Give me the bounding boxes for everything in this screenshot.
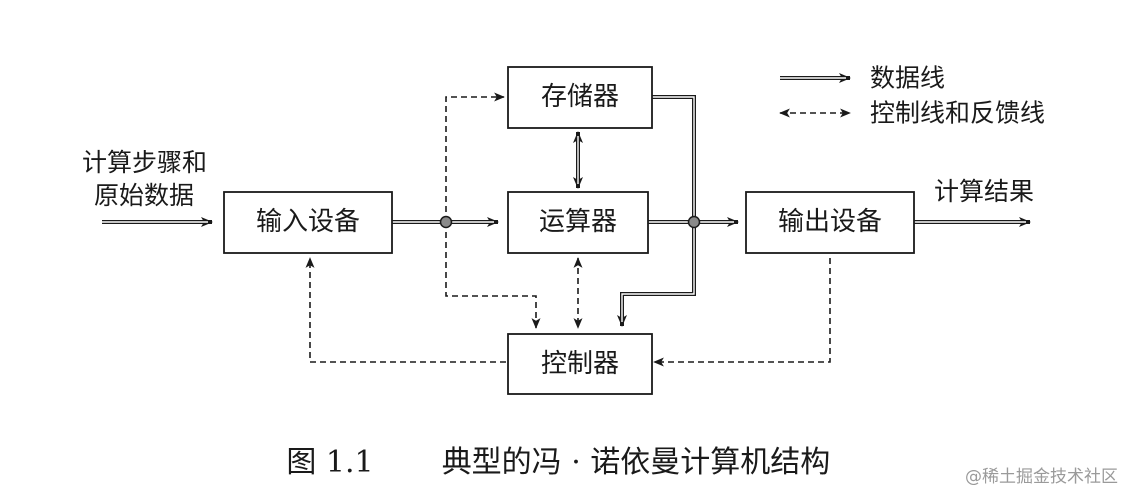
control-lines [305, 92, 831, 367]
node-control: 控制器 [507, 333, 653, 395]
figure-number: 图 1.1 [286, 445, 373, 480]
node-alu: 运算器 [507, 191, 649, 254]
watermark-text: @稀土掘金技术社区 [965, 467, 1118, 487]
legend-control-line-label: 控制线和反馈线 [870, 99, 1045, 128]
node-input-label: 输入设备 [256, 207, 360, 237]
node-memory: 存储器 [507, 66, 653, 129]
node-input: 输入设备 [223, 191, 393, 254]
data-line-memory-to-output [652, 95, 696, 222]
node-control-label: 控制器 [541, 349, 619, 379]
junction-dot-right [687, 215, 701, 229]
node-output-label: 输出设备 [778, 207, 882, 237]
legend: 数据线 控制线和反馈线 [779, 64, 1045, 128]
ctrl-line-to-memory [445, 92, 505, 222]
junction-dot-left [439, 215, 453, 229]
ctrl-line-output-to-controller [653, 258, 831, 367]
figure-title: 典型的冯 · 诺依曼计算机结构 [442, 445, 831, 480]
ctrl-line-controller-to-input [305, 257, 506, 363]
node-alu-label: 运算器 [539, 207, 617, 237]
node-memory-label: 存储器 [541, 82, 619, 112]
ctrl-line-junction-to-controller [445, 222, 541, 329]
input-source-label-line2: 原始数据 [94, 181, 194, 210]
legend-data-line-label: 数据线 [870, 64, 945, 93]
output-result-label: 计算结果 [934, 177, 1034, 206]
input-source-label-line1: 计算步骤和 [82, 148, 207, 177]
node-output: 输出设备 [745, 191, 915, 254]
